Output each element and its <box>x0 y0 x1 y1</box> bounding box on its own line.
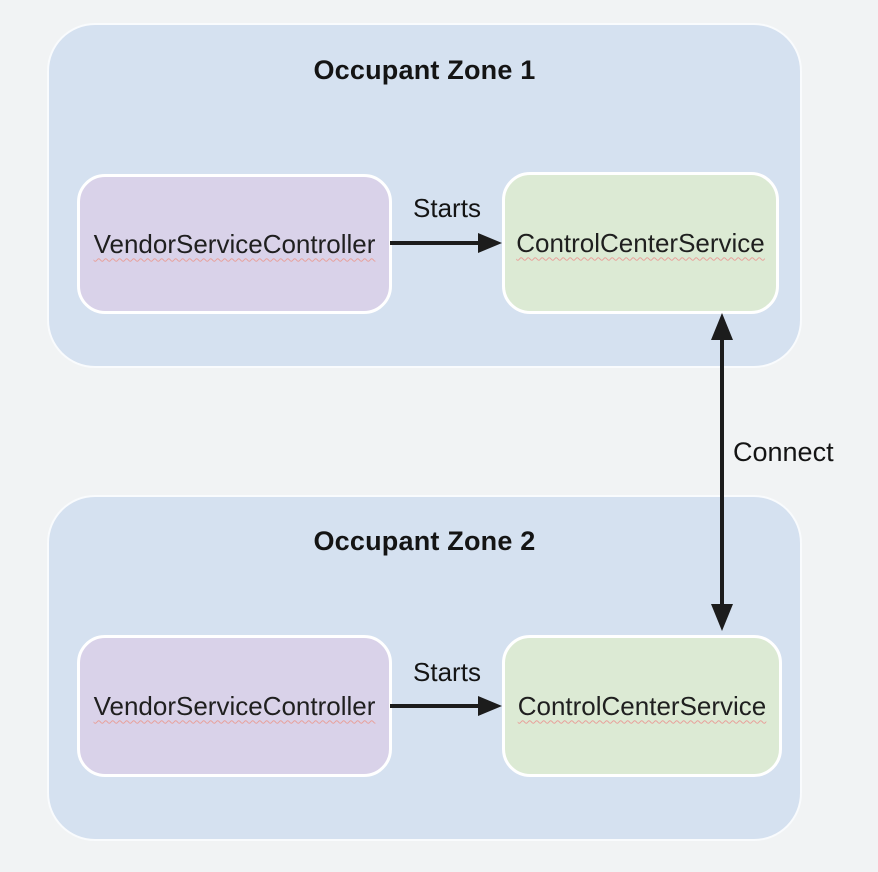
control-center-service-node: ControlCenterService <box>502 172 779 314</box>
node-label: ControlCenterService <box>517 690 767 721</box>
zone-title: Occupant Zone 1 <box>313 55 536 85</box>
vendor-service-controller-node: VendorServiceController <box>77 174 392 314</box>
vendor-service-controller-node: VendorServiceController <box>77 635 392 777</box>
node-label: ControlCenterService <box>516 227 765 258</box>
zone-title: Occupant Zone 2 <box>313 526 536 556</box>
starts-arrow <box>390 233 502 253</box>
node-label: VendorServiceController <box>93 690 376 721</box>
connect-arrow <box>711 313 733 631</box>
occupant-zone-2: Occupant Zone 2 VendorServiceController … <box>47 495 802 841</box>
occupant-zone-1: Occupant Zone 1 VendorServiceController … <box>47 23 802 368</box>
control-center-service-node: ControlCenterService <box>502 635 782 777</box>
connect-edge-label: Connect <box>733 437 834 467</box>
starts-arrow <box>390 696 502 716</box>
node-label: VendorServiceController <box>93 228 376 259</box>
starts-edge-label: Starts <box>413 657 481 687</box>
starts-edge-label: Starts <box>413 193 481 223</box>
